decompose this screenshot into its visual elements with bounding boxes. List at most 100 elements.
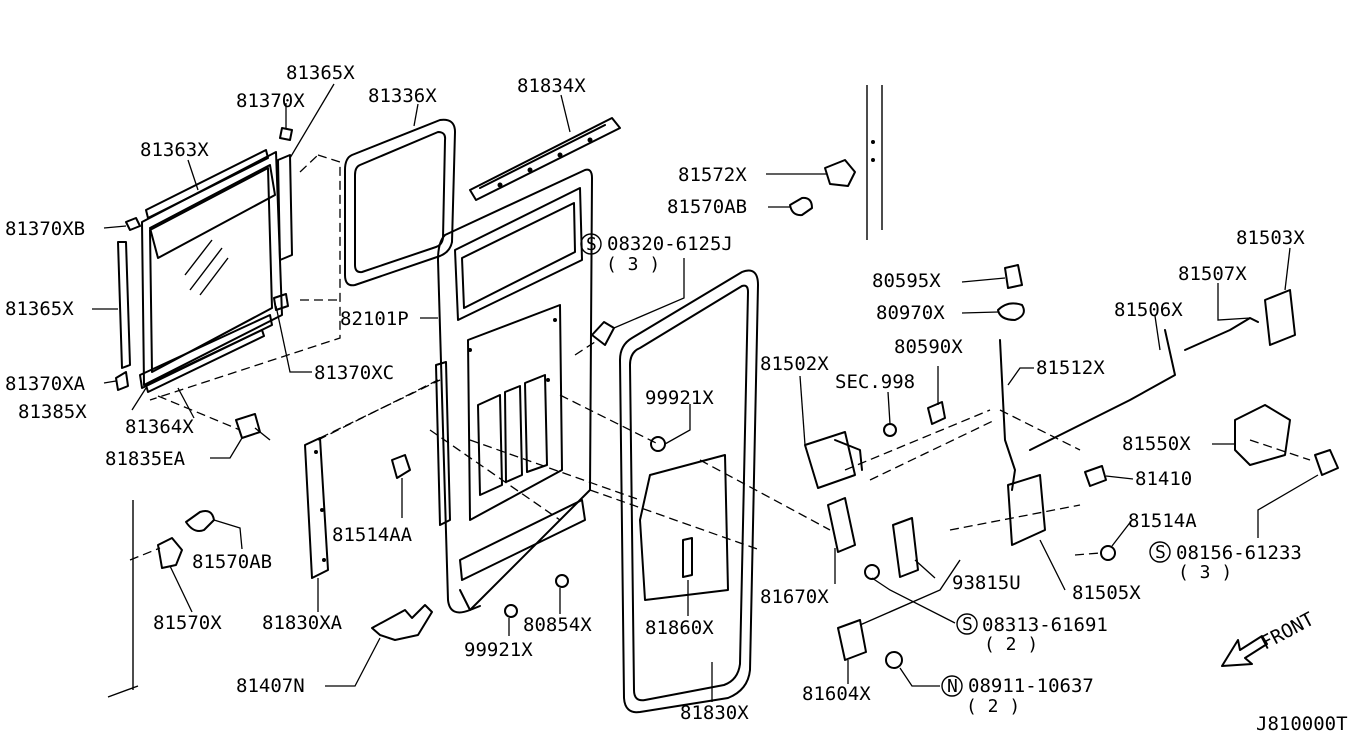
label-81364X: 81364X	[125, 416, 194, 438]
label-81503X: 81503X	[1236, 227, 1305, 249]
n-mark-08911	[941, 675, 963, 697]
bumper-81514aa	[391, 454, 411, 479]
alignment-lines	[317, 339, 831, 551]
label-81550X: 81550X	[1122, 433, 1191, 455]
label-81670X: 81670X	[760, 586, 829, 608]
sec998-pin	[883, 423, 897, 437]
label-81365X-top: 81365X	[286, 62, 355, 84]
label-08911-qty: ( 2 )	[966, 696, 1020, 717]
label-81604X: 81604X	[802, 683, 871, 705]
front-label: FRONT	[1257, 608, 1318, 654]
clip-80590x	[927, 401, 946, 425]
label-99921X-bottom: 99921X	[464, 639, 533, 661]
label-81505X: 81505X	[1072, 582, 1141, 604]
rod-81512x	[999, 339, 1016, 491]
bracket-81604x	[837, 619, 867, 661]
plug-99921x-lower	[504, 604, 518, 618]
label-81506X: 81506X	[1114, 299, 1183, 321]
bracket-81407n	[371, 604, 433, 641]
label-81570AB-bottom: 81570AB	[192, 551, 272, 573]
top-rail	[469, 117, 621, 201]
label-81370XC: 81370XC	[314, 362, 394, 384]
grommet-80970x	[997, 302, 1025, 321]
n-mark-08911-letter: N	[947, 676, 958, 697]
label-81370X: 81370X	[236, 90, 305, 112]
s-mark-08320	[580, 233, 602, 255]
label-81830X: 81830X	[680, 702, 749, 724]
label-81365X-left: 81365X	[5, 298, 74, 320]
bolt-08156	[1314, 449, 1339, 476]
rod-81506x	[1029, 329, 1176, 451]
label-81570AB-top: 81570AB	[667, 196, 747, 218]
label-80595X: 80595X	[872, 270, 941, 292]
label-81385X: 81385X	[18, 401, 87, 423]
lock-81550x	[1234, 404, 1291, 466]
rear-window-glass-assembly	[115, 127, 341, 441]
leader-lines	[92, 83, 1319, 702]
label-81507X: 81507X	[1178, 263, 1247, 285]
clip-80595x	[1004, 264, 1023, 289]
label-80970X: 80970X	[876, 302, 945, 324]
label-81514AA: 81514AA	[332, 524, 413, 546]
sound-insulator	[639, 454, 729, 601]
plug-99921x	[650, 436, 666, 452]
diagram-code: J810000T	[1256, 713, 1348, 735]
body-pillar-upper	[866, 85, 883, 240]
part-labels: 81365X 81370X 81336X 81834X 81363X 81370…	[5, 62, 1348, 735]
label-81502X: 81502X	[760, 353, 829, 375]
label-81336X: 81336X	[368, 85, 437, 107]
plug-80854x	[555, 574, 569, 588]
check-link-cover	[304, 437, 329, 579]
label-81514A: 81514A	[1128, 510, 1197, 532]
label-81363X: 81363X	[140, 139, 209, 161]
label-99921X-mid: 99921X	[645, 387, 714, 409]
label-08911: 08911-10637	[968, 675, 1094, 697]
label-81572X: 81572X	[678, 164, 747, 186]
label-80854X: 80854X	[523, 614, 592, 636]
label-81834X: 81834X	[517, 75, 586, 97]
bolt-08320	[591, 321, 615, 346]
outside-handle-81670x	[827, 497, 856, 553]
rod-81507x	[1184, 317, 1259, 351]
label-81370XA: 81370XA	[5, 373, 86, 395]
bolt-81570ab-lower	[185, 510, 215, 532]
s-mark-08320-letter: S	[586, 234, 597, 255]
latch-81503x	[1264, 289, 1296, 346]
label-08320: 08320-6125J	[607, 233, 733, 255]
striker-81410	[1084, 465, 1107, 487]
s-mark-08313-letter: S	[962, 614, 973, 635]
label-08313: 08313-61691	[982, 614, 1108, 636]
lock-actuator-81502x	[804, 431, 863, 489]
window-seal	[344, 118, 456, 287]
nut-08911	[885, 651, 903, 669]
lock-81505x	[1007, 474, 1046, 546]
label-81370XB: 81370XB	[5, 218, 85, 240]
label-08320-qty: ( 3 )	[606, 254, 660, 275]
label-81410: 81410	[1135, 468, 1192, 490]
rear-door-panel	[435, 168, 593, 614]
hinge-81572x	[824, 159, 856, 187]
screw-08313	[864, 564, 880, 580]
s-mark-08313	[956, 613, 978, 635]
label-93815U: 93815U	[952, 572, 1021, 594]
label-08313-qty: ( 2 )	[984, 634, 1038, 655]
label-81570X: 81570X	[153, 612, 222, 634]
s-mark-08156	[1149, 541, 1171, 563]
label-80590X: 80590X	[894, 336, 963, 358]
label-08156: 08156-61233	[1176, 542, 1302, 564]
label-81407N: 81407N	[236, 675, 305, 697]
handle-93815u	[892, 517, 919, 578]
door-weatherstrip	[619, 269, 759, 714]
bumper-81514a	[1100, 545, 1116, 561]
body-pillar-edge	[107, 500, 139, 698]
label-81830XA: 81830XA	[262, 612, 343, 634]
label-SEC998: SEC.998	[835, 371, 915, 393]
label-81835EA: 81835EA	[105, 448, 186, 470]
bolt-81570ab-upper	[789, 196, 813, 217]
top-rail-clips	[497, 137, 593, 188]
hinge-81570x	[157, 537, 183, 569]
label-81860X: 81860X	[645, 617, 714, 639]
s-mark-08156-letter: S	[1155, 542, 1166, 563]
